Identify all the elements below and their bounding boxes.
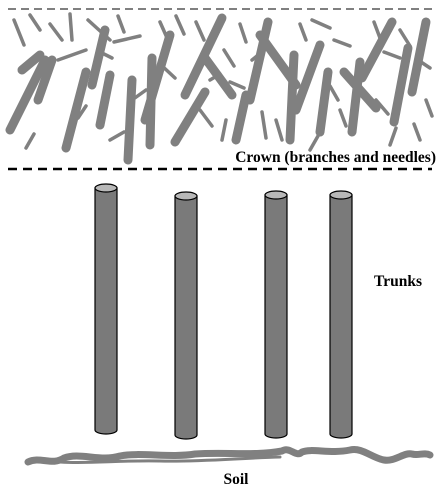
crown-needle [230, 82, 244, 88]
crown-layer [10, 14, 432, 160]
crown-branch [412, 22, 426, 92]
crown-needle [262, 112, 266, 138]
crown-branch [128, 80, 132, 160]
crown-needle [30, 15, 40, 30]
trunk-top [330, 191, 352, 199]
crown-branch [236, 95, 246, 140]
trunks-layer [95, 184, 352, 439]
crown-needle [176, 16, 184, 34]
crown-needle [224, 50, 234, 66]
crown-branch [100, 75, 110, 125]
soil-label: Soil [224, 471, 250, 488]
crown-needle [196, 22, 204, 40]
trunk-top [265, 191, 287, 199]
crown-needle [312, 20, 330, 28]
crown-needle [330, 86, 338, 100]
crown-needle [14, 20, 24, 45]
crown-branch [296, 45, 320, 110]
trunk [330, 191, 352, 438]
crown-branch [320, 72, 328, 132]
crown-needle [334, 40, 350, 46]
trunk-body [265, 195, 287, 438]
crown-needle [300, 24, 306, 40]
crown-needle [340, 110, 346, 126]
trunk [265, 191, 287, 438]
crown-needle [118, 16, 124, 32]
trunk-body [95, 188, 117, 434]
crown-branch [175, 92, 205, 142]
crown-needle [426, 100, 432, 116]
crown-needle [240, 24, 246, 42]
crown-branch [352, 62, 360, 132]
trunk-top [95, 184, 117, 192]
trunk [175, 192, 197, 439]
crown-needle [70, 14, 72, 40]
crown-needle [110, 132, 124, 140]
trunk [95, 184, 117, 434]
crown-needle [374, 22, 380, 38]
trunk-top [175, 192, 197, 200]
trunks-label: Trunks [374, 273, 422, 290]
crown-needle [58, 50, 86, 60]
crown-label: Crown (branches and needles) [235, 149, 436, 166]
crown-needle [276, 120, 282, 140]
crown-branch [92, 30, 105, 85]
crown-needle [222, 120, 226, 140]
crown-needle [390, 128, 396, 145]
crown-needle [384, 52, 400, 58]
crown-needle [26, 134, 34, 148]
crown-needle [414, 124, 420, 140]
crown-needle [50, 24, 62, 40]
crown-needle [160, 22, 168, 40]
trunk-body [330, 195, 352, 438]
crown-needle [400, 30, 410, 46]
crown-needle [200, 110, 212, 126]
crown-needle [114, 36, 140, 42]
trunk-body [175, 196, 197, 439]
crown-needle [310, 136, 318, 150]
crown-branch [290, 55, 294, 140]
